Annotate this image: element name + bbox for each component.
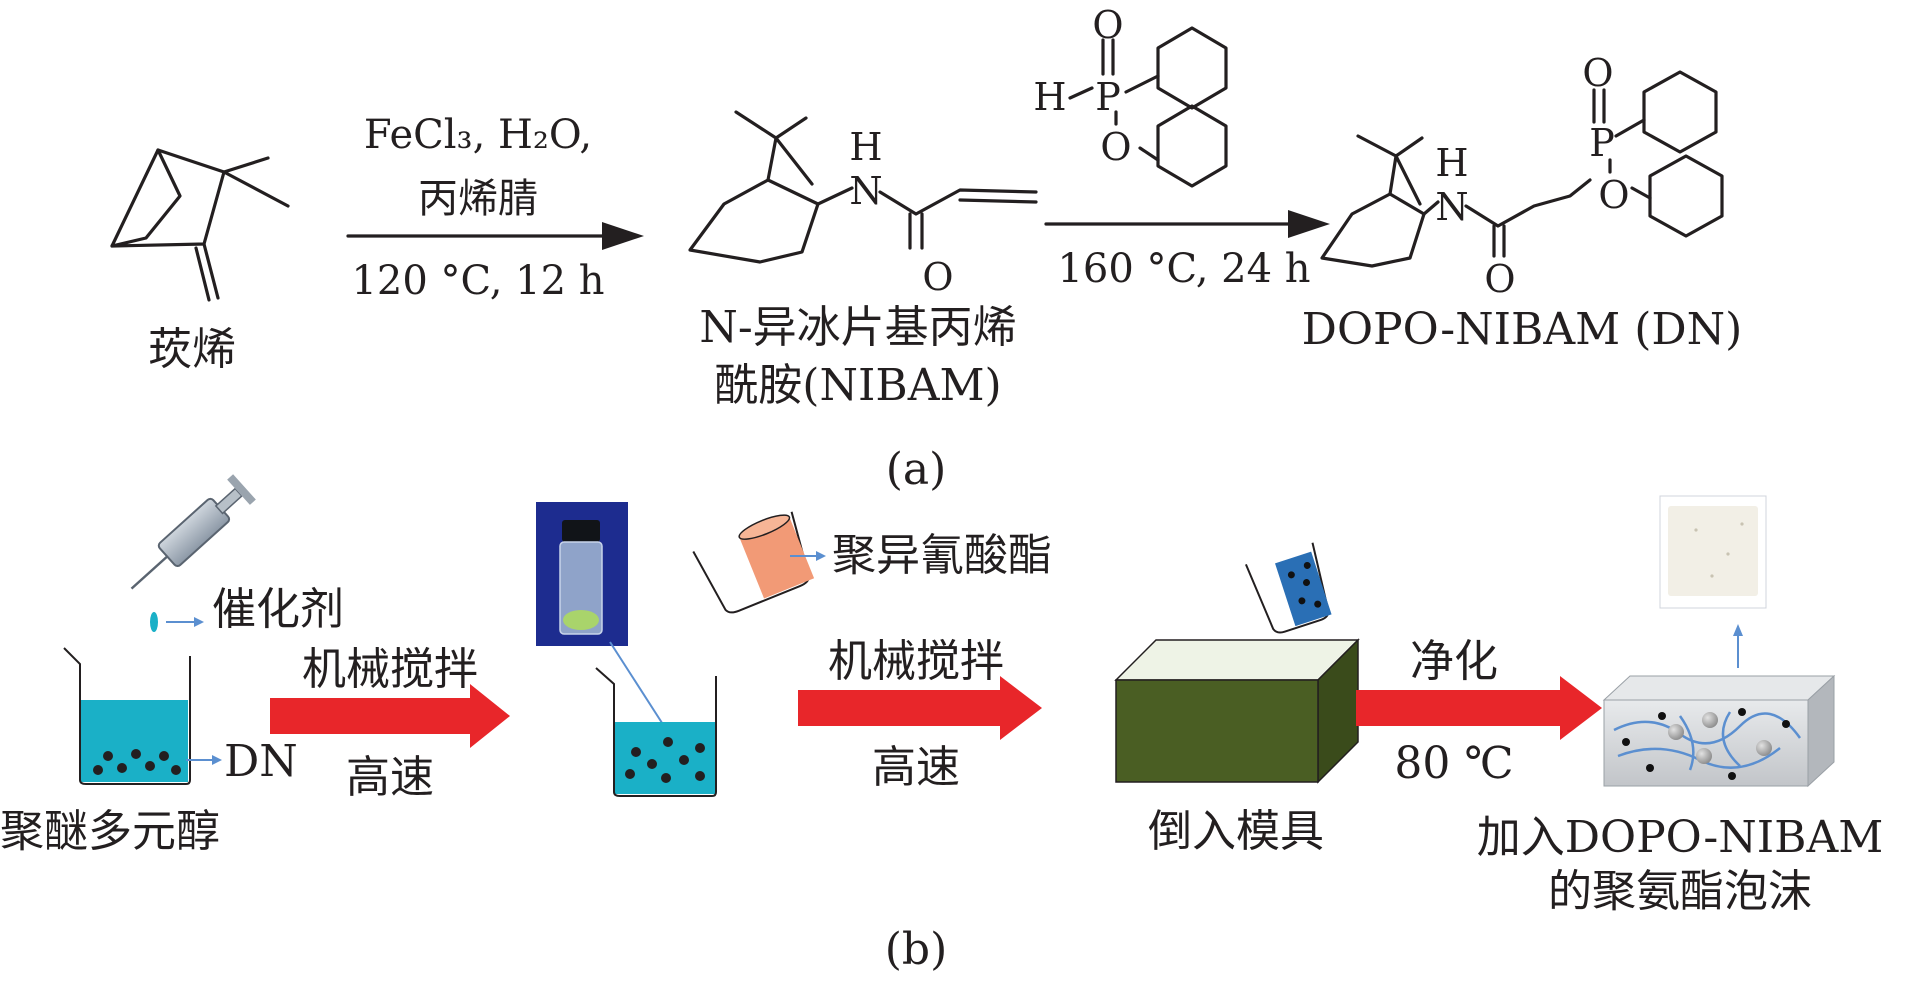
dopo-h-atom: H bbox=[1033, 75, 1066, 119]
panel-b-label: (b) bbox=[885, 924, 948, 975]
nibam-o-atom: O bbox=[922, 255, 953, 299]
isocyanate-cup-icon bbox=[692, 511, 815, 614]
dn-o-atom-carbonyl: O bbox=[1484, 257, 1515, 301]
dopo-o-atom-top: O bbox=[1092, 3, 1123, 47]
polyol-beaker-icon bbox=[63, 647, 191, 785]
nibam-carbonyl-bond bbox=[908, 212, 924, 250]
foam-up-arrow bbox=[1733, 624, 1743, 668]
catalyst-pointer-arrow bbox=[166, 617, 204, 627]
stir2-red-arrow bbox=[798, 676, 1042, 740]
dopo-p-atom: P bbox=[1095, 75, 1121, 119]
camphene-ring-bond-2 bbox=[110, 148, 226, 248]
isocyanate-label: 聚异氰酸酯 bbox=[832, 530, 1052, 581]
stir2-bottom-label: 高速 bbox=[872, 742, 960, 793]
polyol-label: 聚醚多元醇 bbox=[0, 806, 220, 857]
catalyst-droplet bbox=[150, 612, 158, 632]
mold-block-icon bbox=[1114, 638, 1360, 784]
isocyanate-pointer-arrow bbox=[790, 551, 826, 561]
foam-label-line1: 加入DOPO-NIBAM bbox=[1477, 812, 1884, 863]
dn-ring-bonds bbox=[1320, 192, 1426, 268]
dn-chain-bonds bbox=[1464, 178, 1592, 228]
dopo-po-double-bond bbox=[1101, 38, 1115, 76]
pour-cup-icon bbox=[1245, 542, 1332, 634]
vial-pointer-line bbox=[609, 641, 665, 727]
dn-p-atom: P bbox=[1589, 121, 1615, 165]
dopo-ring-bonds bbox=[1114, 74, 1160, 162]
dn-o-atom-ring: O bbox=[1598, 173, 1629, 217]
step1-reagents-line2: 丙烯腈 bbox=[418, 176, 538, 222]
dn-label: DOPO-NIBAM (DN) bbox=[1302, 304, 1743, 355]
camphene-ring-bond bbox=[110, 148, 182, 248]
step1-conditions: 120 °C, 12 h bbox=[351, 258, 604, 304]
cure-red-arrow bbox=[1356, 676, 1602, 740]
dn-pointer-arrow bbox=[186, 755, 222, 765]
mixing-beaker-icon bbox=[595, 667, 717, 797]
dopo-reagent-structure bbox=[1068, 26, 1228, 188]
step2-reaction-arrow bbox=[1044, 210, 1330, 238]
camphene-structure bbox=[110, 148, 290, 302]
stir1-top-label: 机械搅拌 bbox=[302, 644, 478, 695]
dn-marker-label: DN bbox=[224, 736, 298, 787]
camphene-methyl-bonds bbox=[222, 156, 290, 208]
stir1-bottom-label: 高速 bbox=[346, 752, 434, 803]
dn-methyl-bonds bbox=[1356, 134, 1424, 206]
nibam-n-atom: N bbox=[849, 169, 882, 213]
cure-top-label: 净化 bbox=[1410, 636, 1498, 687]
dn-po-double-bond bbox=[1592, 88, 1606, 124]
camphene-label: 莰烯 bbox=[148, 324, 236, 375]
foam-block-icon bbox=[1602, 674, 1836, 788]
stir1-red-arrow bbox=[270, 684, 510, 748]
nibam-label-line1: N-异冰片基丙烯 bbox=[699, 302, 1016, 353]
dn-cn-bond bbox=[1422, 200, 1440, 216]
catalyst-label: 催化剂 bbox=[212, 584, 344, 635]
nibam-cn-bond bbox=[816, 186, 854, 206]
dn-carbonyl-bond bbox=[1492, 224, 1506, 258]
foam-sample-photo bbox=[1659, 495, 1767, 609]
cure-bottom-label: 80 ℃ bbox=[1394, 738, 1513, 789]
stir2-top-label: 机械搅拌 bbox=[828, 636, 1004, 687]
dn-product-structure bbox=[1320, 70, 1724, 268]
dopo-lower-benzene bbox=[1156, 104, 1228, 188]
nibam-h-atom: H bbox=[849, 125, 882, 169]
nibam-label-line2: 酰胺(NIBAM) bbox=[714, 360, 1001, 411]
dn-o-atom-top: O bbox=[1582, 51, 1613, 95]
step1-reagents-line1: FeCl₃, H₂O, bbox=[364, 112, 592, 158]
dopo-upper-benzene bbox=[1156, 26, 1228, 110]
dn-lower-benzene bbox=[1648, 154, 1724, 238]
panel-a-label: (a) bbox=[886, 444, 947, 495]
dn-upper-benzene bbox=[1642, 70, 1718, 154]
foam-label-line2: 的聚氨酯泡沫 bbox=[1548, 866, 1812, 917]
step1-reaction-arrow bbox=[346, 222, 644, 250]
syringe-icon bbox=[130, 474, 256, 590]
mold-label: 倒入模具 bbox=[1148, 806, 1324, 857]
dn-n-atom: N bbox=[1435, 185, 1468, 229]
camphene-exo-double-bond bbox=[194, 242, 220, 302]
nibam-methyl-bonds bbox=[734, 110, 814, 186]
dn-h-atom: H bbox=[1435, 141, 1468, 185]
vial-photo bbox=[536, 502, 628, 646]
nibam-acryl-bonds bbox=[878, 188, 1038, 216]
dn-dopo-ring-bonds bbox=[1608, 118, 1652, 200]
dopo-ph-bond bbox=[1068, 86, 1094, 100]
dopo-o-atom-ring: O bbox=[1100, 125, 1131, 169]
nibam-structure bbox=[688, 110, 1038, 264]
nibam-ring-bonds bbox=[688, 178, 820, 264]
step2-conditions: 160 °C, 24 h bbox=[1057, 246, 1310, 292]
